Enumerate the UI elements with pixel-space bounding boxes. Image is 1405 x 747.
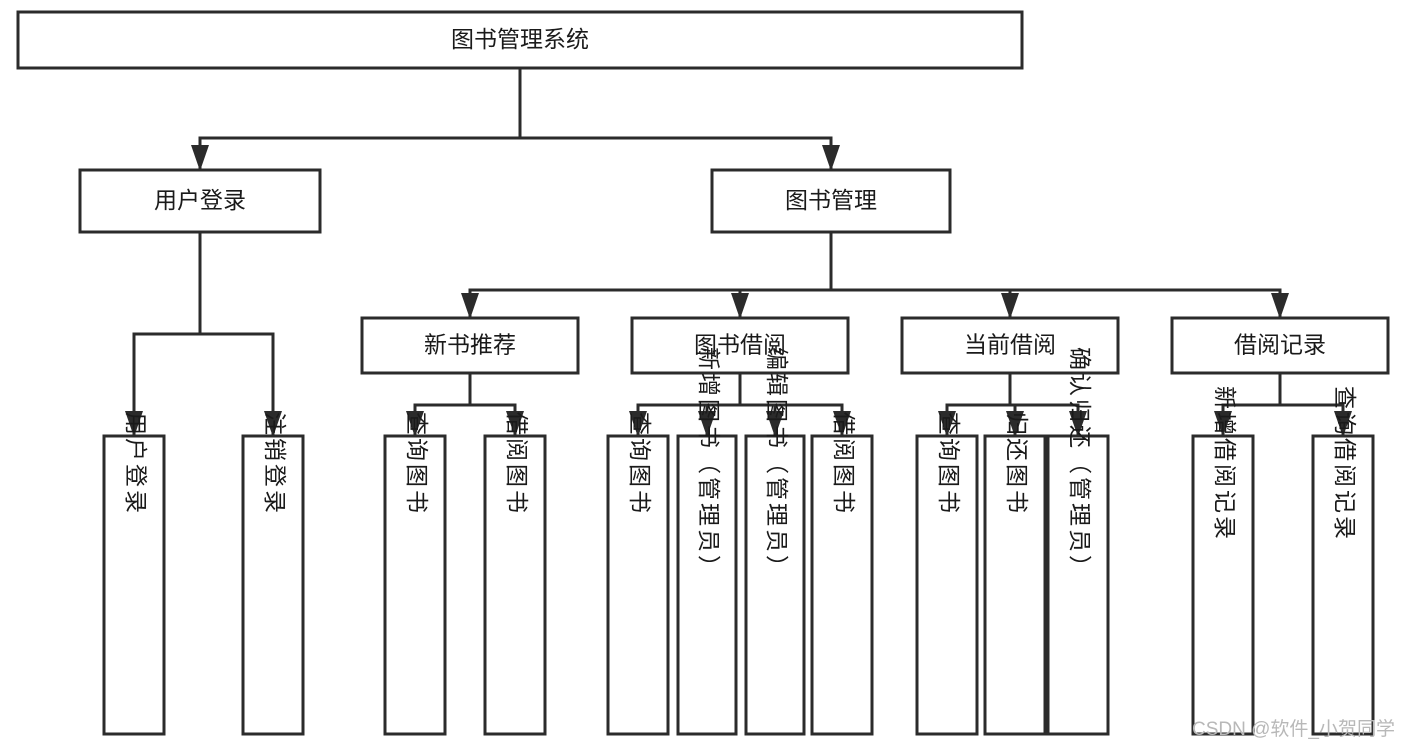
node-label: 图书管理系统: [451, 26, 589, 52]
node-leaf-rec-borrow[interactable]: 借阅图书: [483, 412, 547, 736]
node-label: 图书借阅: [694, 332, 786, 358]
node-book-manage[interactable]: 图书管理: [710, 168, 952, 234]
node-label: 编辑图书（管理员）: [764, 347, 790, 581]
node-label: 查询借阅记录: [1332, 386, 1358, 542]
node-borrow-record[interactable]: 借阅记录: [1170, 316, 1390, 375]
node-leaf-borrow-add[interactable]: 新增图书（管理员）: [676, 347, 738, 736]
node-leaf-borrow-edit[interactable]: 编辑图书（管理员）: [744, 347, 806, 736]
node-leaf-rec-query[interactable]: 查询图书: [383, 412, 447, 736]
node-leaf-borrow-lend[interactable]: 借阅图书: [810, 412, 874, 736]
node-leaf-cur-confirm[interactable]: 确认归还（管理员）: [1046, 347, 1110, 736]
node-label: 注销登录: [262, 412, 288, 516]
arrow-head-icon: [822, 145, 840, 171]
node-leaf-rec-add[interactable]: 新增借阅记录: [1191, 386, 1255, 736]
node-label: 借阅图书: [831, 412, 857, 516]
arrow-head-icon: [406, 411, 424, 437]
arrow-head-icon: [1069, 411, 1087, 437]
node-leaf-user-login[interactable]: 用户登录: [102, 412, 166, 736]
node-label: 查询图书: [627, 412, 653, 516]
node-label: 查询图书: [404, 412, 430, 516]
node-label: 图书管理: [785, 187, 877, 213]
node-label: 查询图书: [936, 412, 962, 516]
arrow-head-icon: [938, 411, 956, 437]
node-label: 用户登录: [123, 412, 149, 516]
node-leaf-cur-return[interactable]: 归还图书: [983, 412, 1047, 736]
node-label: 当前借阅: [964, 332, 1056, 358]
node-leaf-cur-query[interactable]: 查询图书: [915, 412, 979, 736]
node-label: 借阅图书: [504, 412, 530, 516]
arrow-head-icon: [1271, 293, 1289, 319]
edges-layer: [125, 66, 1352, 437]
node-user-login[interactable]: 用户登录: [78, 168, 322, 234]
arrow-head-icon: [629, 411, 647, 437]
node-leaf-borrow-query[interactable]: 查询图书: [606, 412, 670, 736]
csdn-watermark: CSDN @软件_小贺同学: [1192, 719, 1395, 740]
node-book-borrow[interactable]: 图书借阅: [630, 316, 850, 375]
nodes-layer: 图书管理系统用户登录图书管理新书推荐图书借阅当前借阅借阅记录用户登录注销登录查询…: [16, 10, 1390, 736]
node-new-book-rec[interactable]: 新书推荐: [360, 316, 580, 375]
arrow-head-icon: [731, 293, 749, 319]
node-label: 新增借阅记录: [1212, 386, 1238, 542]
node-label: 用户登录: [154, 187, 246, 213]
arrow-head-icon: [833, 411, 851, 437]
arrow-head-icon: [1214, 411, 1232, 437]
arrow-head-icon: [1006, 411, 1024, 437]
arrow-head-icon: [1334, 411, 1352, 437]
node-label: 新增图书（管理员）: [696, 347, 722, 581]
arrow-head-icon: [698, 411, 716, 437]
node-label: 新书推荐: [424, 332, 516, 358]
arrow-head-icon: [264, 411, 282, 437]
arrow-head-icon: [125, 411, 143, 437]
node-label: 借阅记录: [1234, 332, 1326, 358]
node-leaf-user-logout[interactable]: 注销登录: [241, 412, 305, 736]
node-root[interactable]: 图书管理系统: [16, 10, 1024, 70]
node-leaf-rec-search[interactable]: 查询借阅记录: [1311, 386, 1375, 736]
arrow-head-icon: [766, 411, 784, 437]
arrow-head-icon: [461, 293, 479, 319]
node-label: 确认归还（管理员）: [1067, 347, 1093, 581]
arrow-head-icon: [191, 145, 209, 171]
arrow-head-icon: [1001, 293, 1019, 319]
node-label: 归还图书: [1004, 412, 1030, 516]
node-current-borrow[interactable]: 当前借阅: [900, 316, 1120, 375]
arrow-head-icon: [506, 411, 524, 437]
